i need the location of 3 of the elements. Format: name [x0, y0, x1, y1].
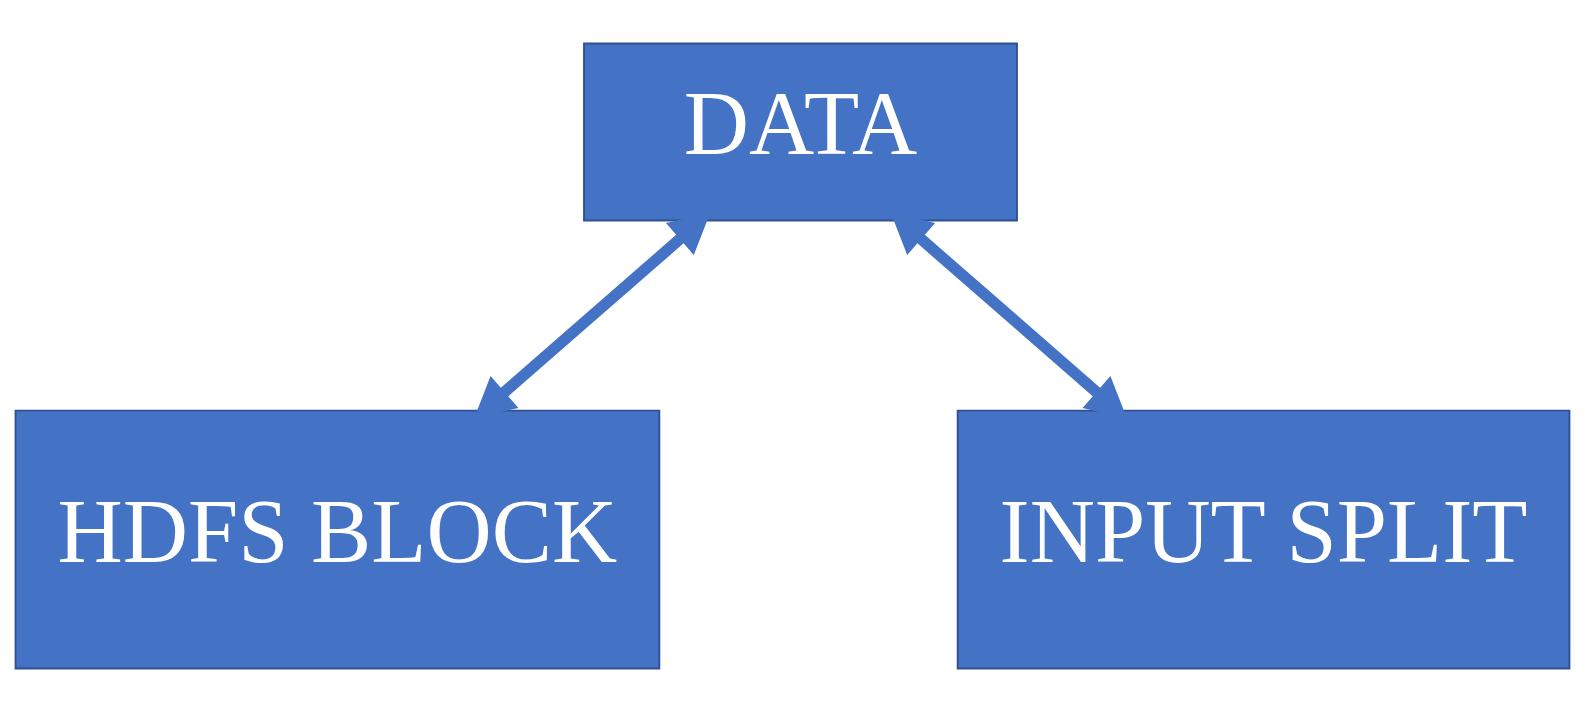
node-box: HDFS BLOCK	[14, 409, 661, 669]
node-box: DATA	[583, 42, 1018, 221]
node-box: INPUT SPLIT	[956, 409, 1571, 669]
